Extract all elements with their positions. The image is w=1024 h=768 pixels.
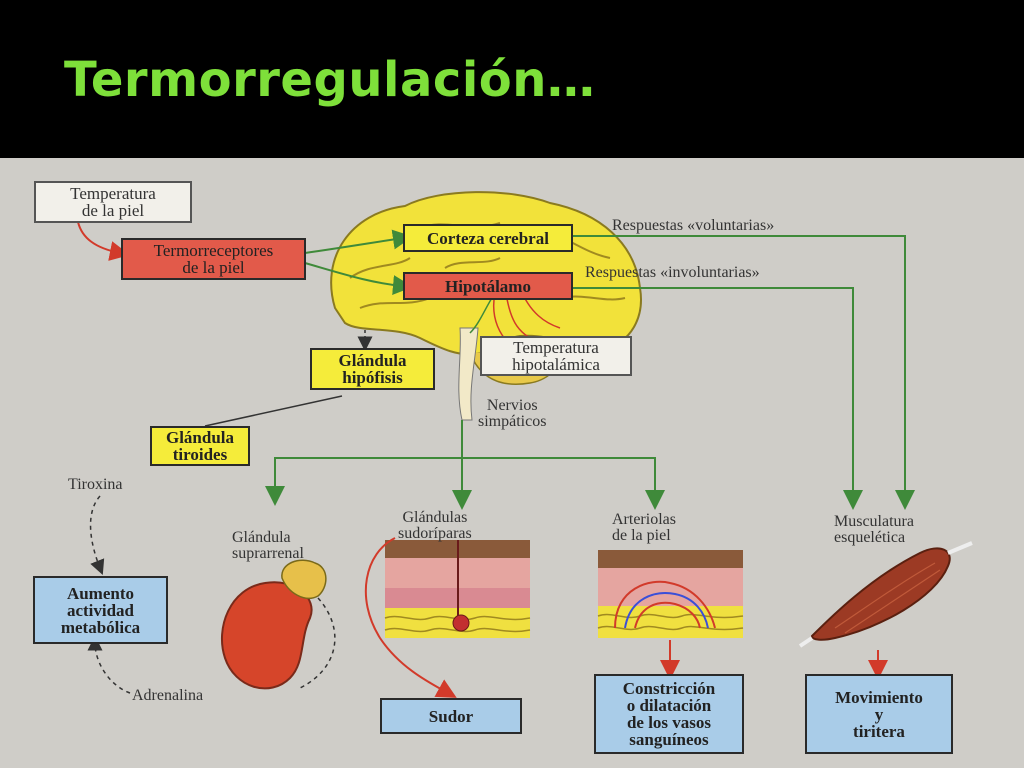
box-termorreceptores-line-2: de la piel [182,258,245,277]
label-glandula-suprarrenal-line-2: suprarrenal [232,545,304,562]
muscle-illustration [798,541,973,648]
box-constriccion: Constricción o dilatación de los vasos s… [594,674,744,754]
box-aumento-actividad-line-1: Aumento [66,583,135,603]
box-aumento-actividad-line-2: actividad [66,600,135,620]
box-hipotalamo: Hipotálamo [403,272,573,300]
label-adrenalina: Adrenalina [132,687,204,704]
adrenal-kidney-illustration [220,559,327,690]
box-corteza-cerebral: Corteza cerebral [403,224,573,252]
box-termorreceptores-line-1: Termorreceptores [153,241,274,260]
box-glandula-hipofisis: Glándula hipófisis [310,348,435,390]
title-bar: Termorregulación… [0,0,1024,158]
label-arteriolas-piel-line-2: de la piel [612,527,671,544]
box-hipotalamo-text: Hipotálamo [445,276,531,296]
box-movimiento-line-2: y [874,704,884,724]
box-glandula-tiroides-line-2: tiroides [172,445,228,464]
label-musculatura-line-1: Musculatura [834,513,914,530]
label-tiroxina: Tiroxina [68,476,123,493]
box-termorreceptores: Termorreceptores de la piel [121,238,306,280]
label-musculatura: Musculatura esquelética [834,514,914,546]
box-movimiento-line-3: tiritera [853,721,905,741]
label-glandula-suprarrenal: Glándula suprarrenal [232,530,304,562]
box-temperatura-hipotalamica-line-1: Temperatura [513,338,599,357]
diagram-area: Temperatura de la piel Termorreceptores … [0,158,1024,768]
box-constriccion-line-3: de los vasos [626,713,712,732]
box-glandula-hipofisis-line-1: Glándula [338,351,407,370]
box-glandula-tiroides-line-1: Glándula [165,428,235,447]
box-glandula-tiroides: Glándula tiroides [150,426,250,466]
box-aumento-actividad: Aumento actividad metabólica [33,576,168,644]
label-respuestas-involuntarias: Respuestas «involuntarias» [585,264,760,281]
label-nervios-simpaticos-line-2: simpáticos [478,413,547,430]
arteriole-skin-illustration [597,550,744,638]
box-temperatura-piel-line-2: de la piel [81,201,145,220]
box-aumento-actividad-line-3: metabólica [60,617,141,637]
box-temperatura-piel: Temperatura de la piel [34,181,192,223]
label-musculatura-line-2: esquelética [834,529,906,546]
box-temperatura-piel-line-1: Temperatura [70,184,156,203]
label-glandula-suprarrenal-line-1: Glándula [232,529,291,546]
label-glandulas-sudoriparas-line-1: Glándulas [402,509,468,526]
box-temperatura-hipotalamica-line-2: hipotalámica [512,355,600,374]
label-glandulas-sudoriparas: Glándulas sudoríparas [398,510,472,542]
box-movimiento-line-1: Movimiento [835,687,923,707]
box-constriccion-line-1: Constricción [622,679,716,698]
box-constriccion-line-4: sanguíneos [629,730,709,749]
label-arteriolas-piel: Arteriolas de la piel [612,512,676,544]
box-movimiento: Movimiento y tiritera [805,674,953,754]
sweat-gland-skin-illustration [384,540,531,638]
box-corteza-cerebral-text: Corteza cerebral [427,228,549,248]
label-arteriolas-piel-line-1: Arteriolas [612,511,676,528]
label-respuestas-voluntarias: Respuestas «voluntarias» [612,217,775,234]
box-glandula-hipofisis-line-2: hipófisis [342,368,403,387]
slide-title: Termorregulación… [64,52,596,108]
box-sudor: Sudor [380,698,522,734]
label-nervios-simpaticos: Nervios simpáticos [478,398,546,430]
box-constriccion-line-2: o dilatación [626,696,712,715]
label-nervios-simpaticos-line-1: Nervios [486,397,538,414]
label-glandulas-sudoriparas-line-2: sudoríparas [398,525,472,542]
box-temperatura-hipotalamica: Temperatura hipotalámica [480,336,632,376]
box-sudor-text: Sudor [428,706,474,726]
